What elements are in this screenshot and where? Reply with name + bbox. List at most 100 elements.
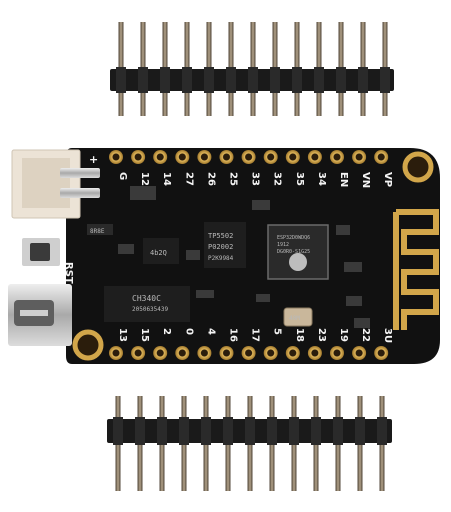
pad-top [285, 150, 300, 164]
header-bottom-pin-collar [113, 417, 123, 445]
header-top-pin-collar [160, 67, 170, 93]
header-top-pin-collar [116, 67, 126, 93]
header-bottom-pin-collar [201, 417, 211, 445]
pin-label-bottom: 17 [250, 328, 261, 342]
pad-top [263, 150, 278, 164]
pin-label-top: G [117, 172, 128, 180]
pad-top [197, 150, 212, 164]
passive-components [118, 186, 370, 328]
pin-label-top: EN [338, 172, 349, 187]
micro-usb-port [8, 284, 72, 346]
pin-label-top: VN [360, 172, 371, 188]
pad-top [131, 150, 146, 164]
pad-bottom [153, 346, 168, 360]
esp-chip-line3: DG0R0-S1G25 [277, 249, 310, 255]
header-bottom-pin-collar [355, 417, 365, 445]
regulator-line2: P02002 [208, 243, 233, 251]
pad-top [153, 150, 168, 164]
pin-label-top: 34 [316, 172, 327, 186]
ldo-chip: 4b2Q [143, 238, 179, 264]
pin-label-bottom: 19 [338, 328, 349, 342]
ldo-line1: 4b2Q [150, 249, 167, 257]
esp-chip-line2: 1912 [277, 242, 289, 248]
crystal-label: 40M [289, 315, 300, 322]
header-top-pin-collar [270, 67, 280, 93]
header-top-pin-collar [380, 67, 390, 93]
header-bottom-pin-collar [135, 417, 145, 445]
pad-top [109, 150, 123, 164]
esp-chip-line1: ESP32D0WDQ6 [277, 235, 310, 241]
ch340c-chip: CH340C 2050635439 [104, 286, 190, 322]
header-bottom-pin-collar [245, 417, 255, 445]
pin-label-top: 27 [183, 172, 194, 186]
pin-header-bottom [107, 396, 392, 491]
pad-top [175, 150, 190, 164]
pad-top [330, 150, 344, 164]
crystal: 40M [283, 307, 313, 327]
pin-label-bottom: 3U [382, 328, 393, 343]
pad-bottom [197, 346, 212, 360]
pin-label-top: 32 [272, 172, 283, 186]
pad-bottom [241, 346, 256, 360]
pin-label-bottom: 13 [117, 328, 128, 342]
esp32-chip: ESP32D0WDQ6 1912 DG0R0-S1G25 [267, 224, 329, 280]
header-top-pin-collar [314, 67, 324, 93]
pin-label-top: 26 [205, 172, 216, 186]
pin-label-top: 35 [294, 172, 305, 186]
pin-label-bottom: 4 [205, 328, 216, 335]
ch340c-line2: 2050635439 [132, 306, 169, 313]
header-bottom-pin-collar [267, 417, 277, 445]
ch340c-line1: CH340C [132, 294, 161, 303]
header-bottom-pin-collar [333, 417, 343, 445]
pad-top [219, 150, 234, 164]
pad-bottom [219, 346, 234, 360]
power-plus-label: + [89, 153, 98, 166]
header-top-pin-collar [358, 67, 368, 93]
pcb-antenna [393, 209, 439, 330]
pin-label-top: 12 [139, 172, 150, 186]
pad-bottom [175, 346, 190, 360]
regulator-line1: TP5502 [208, 232, 233, 240]
header-top-pin-collar [226, 67, 236, 93]
header-bottom-pin-collar [377, 417, 387, 445]
battery-connector [11, 149, 100, 219]
pad-bottom [374, 346, 389, 360]
header-bottom-pin-collar [157, 417, 167, 445]
header-top-pin-collar [182, 67, 192, 93]
header-top-pin-collar [336, 67, 346, 93]
pad-row-bottom [109, 346, 389, 360]
header-top-pin-collar [204, 67, 214, 93]
regulator-line3: P2K9984 [208, 255, 234, 262]
pad-bottom [131, 346, 146, 360]
pad-top [352, 150, 367, 164]
pin-label-bottom: 22 [360, 328, 371, 342]
pin-label-bottom: 16 [228, 328, 239, 342]
esp32-board: + RST CH340C 2050635439 TP5502 P02002 P2… [8, 148, 440, 364]
pin-label-top: VP [382, 172, 393, 187]
pad-top [374, 150, 389, 164]
pin-label-bottom: 23 [316, 328, 327, 342]
header-bottom-pin-collar [289, 417, 299, 445]
pad-bottom [307, 346, 322, 360]
pin-label-bottom: 5 [272, 328, 283, 335]
pad-top [307, 150, 322, 164]
header-top-pin-collar [138, 67, 148, 93]
header-bottom-pin-collar [179, 417, 189, 445]
pad-bottom [285, 346, 300, 360]
reset-button [22, 238, 60, 266]
mounting-hole-top-right [402, 151, 434, 183]
pad-bottom [330, 346, 344, 360]
regulator-chip: TP5502 P02002 P2K9984 [204, 222, 246, 268]
header-top-pin-collar [292, 67, 302, 93]
pad-bottom [263, 346, 278, 360]
pin-label-top: 25 [228, 172, 239, 186]
header-top-pin-collar [248, 67, 258, 93]
header-bottom-pin-collar [223, 417, 233, 445]
pin-label-bottom: 2 [161, 328, 172, 335]
pad-bottom [109, 346, 123, 360]
pad-bottom [352, 346, 367, 360]
reset-label: RST [63, 262, 74, 284]
